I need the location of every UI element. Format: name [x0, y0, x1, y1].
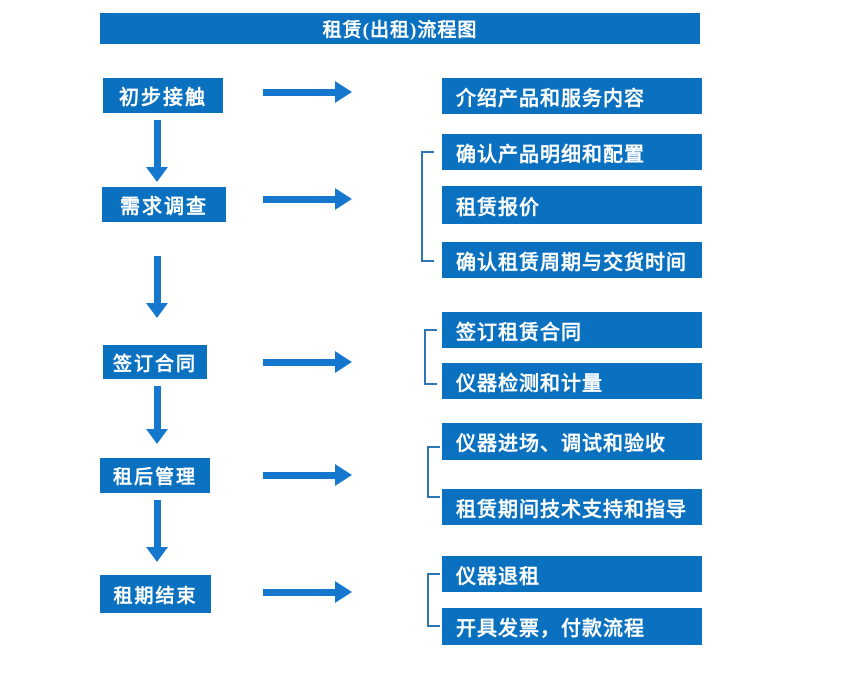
arrow-head: [335, 188, 352, 210]
detail-box-rental-quotation: 租赁报价: [442, 186, 702, 224]
stage-box-post-rental-management: 租后管理: [100, 458, 210, 493]
arrow-head: [335, 464, 352, 486]
detail-box-instrument-setup-acceptance: 仪器进场、调试和验收: [442, 423, 702, 460]
detail-box-instrument-testing: 仪器检测和计量: [442, 363, 702, 399]
arrow-shaft: [263, 358, 335, 366]
bracket-contract-signing-group: [424, 329, 437, 385]
bracket-post-rental-management-group: [427, 446, 440, 498]
arrow-shaft: [263, 195, 335, 203]
stage-box-requirement-survey: 需求调查: [102, 187, 226, 222]
arrow-head: [146, 167, 168, 182]
arrow-shaft: [153, 386, 161, 429]
arrow-shaft: [153, 120, 161, 167]
down-arrow-icon-2: [146, 256, 168, 318]
right-arrow-icon-1: [263, 81, 352, 103]
arrow-shaft: [153, 500, 161, 547]
detail-box-sign-rental-contract: 签订租赁合同: [442, 312, 702, 348]
arrow-head: [146, 547, 168, 562]
detail-box-technical-support: 租赁期间技术支持和指导: [442, 489, 702, 525]
stage-box-initial-contact: 初步接触: [103, 78, 223, 113]
flowchart-title-bar: 租赁(出租)流程图: [100, 13, 700, 44]
bracket-rental-end-group: [427, 573, 440, 627]
right-arrow-icon-5: [263, 581, 352, 603]
stage-box-rental-end: 租期结束: [100, 575, 211, 613]
right-arrow-icon-4: [263, 464, 352, 486]
arrow-shaft: [263, 88, 335, 96]
arrow-shaft: [263, 588, 335, 596]
flowchart-title: 租赁(出租)流程图: [322, 20, 478, 41]
arrow-shaft: [263, 471, 335, 479]
arrow-shaft: [153, 256, 161, 303]
detail-box-introduce-products-services: 介绍产品和服务内容: [442, 78, 702, 114]
down-arrow-icon-3: [146, 386, 168, 444]
right-arrow-icon-3: [263, 351, 352, 373]
down-arrow-icon-4: [146, 500, 168, 562]
arrow-head: [335, 351, 352, 373]
detail-box-instrument-return: 仪器退租: [442, 556, 702, 592]
detail-box-confirm-rental-period: 确认租赁周期与交货时间: [442, 242, 702, 278]
detail-box-confirm-product-details: 确认产品明细和配置: [442, 134, 702, 170]
down-arrow-icon-1: [146, 120, 168, 182]
bracket-requirement-survey-group: [421, 151, 434, 262]
arrow-head: [146, 303, 168, 318]
arrow-head: [335, 581, 352, 603]
arrow-head: [146, 429, 168, 444]
stage-box-contract-signing: 签订合同: [103, 345, 207, 379]
arrow-head: [335, 81, 352, 103]
detail-box-invoice-payment: 开具发票，付款流程: [442, 608, 702, 645]
right-arrow-icon-2: [263, 188, 352, 210]
